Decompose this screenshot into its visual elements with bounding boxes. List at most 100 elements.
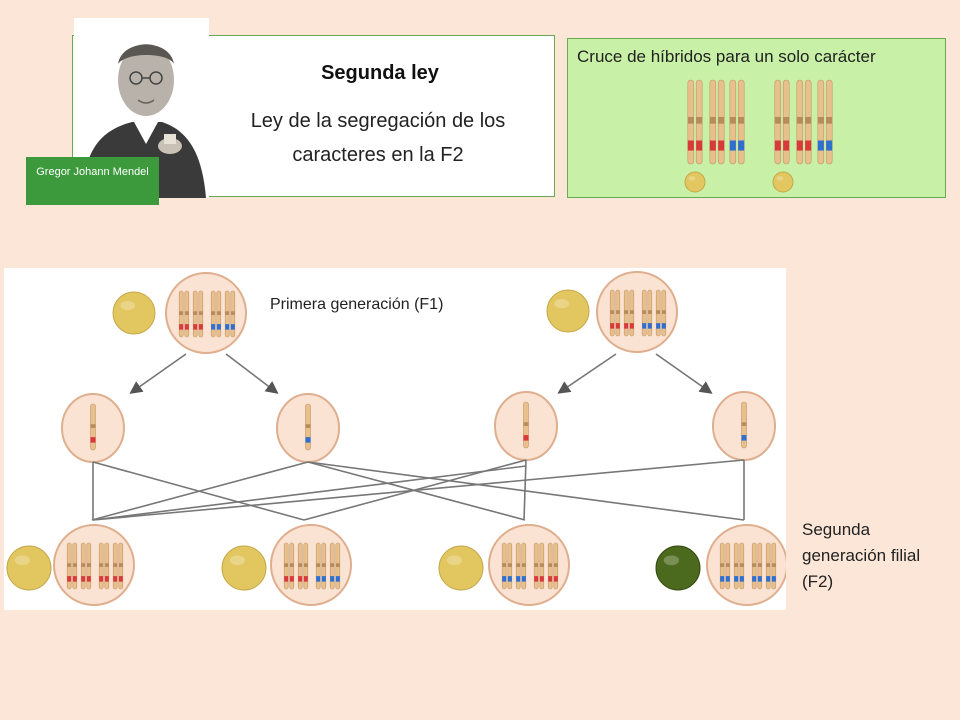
- allele-band: [523, 435, 529, 441]
- centromere: [539, 563, 544, 567]
- allele-band: [118, 576, 123, 582]
- allele-band: [211, 324, 216, 330]
- allele-band: [298, 576, 303, 582]
- seed-highlight: [776, 176, 784, 181]
- allele-band: [771, 576, 776, 582]
- centromere: [774, 116, 781, 124]
- allele-band: [90, 437, 96, 443]
- centromere: [624, 310, 629, 314]
- centromere: [739, 563, 744, 567]
- centromere: [647, 310, 652, 314]
- centromere: [741, 422, 747, 426]
- allele-band: [67, 576, 72, 582]
- connector-line: [307, 461, 745, 521]
- centromere: [766, 563, 771, 567]
- arrow: [557, 353, 617, 394]
- centromere: [118, 563, 123, 567]
- centromere: [284, 563, 289, 567]
- centromere: [656, 310, 661, 314]
- centromere: [321, 563, 326, 567]
- allele-band: [303, 576, 308, 582]
- connector-line: [91, 461, 309, 521]
- yellow-seed: [546, 289, 590, 333]
- allele-band: [193, 324, 198, 330]
- allele-band: [534, 576, 539, 582]
- centromere: [179, 311, 184, 315]
- hybrid-cross-caption: Cruce de híbridos para un solo carácter: [577, 47, 876, 66]
- centromere: [696, 116, 703, 124]
- centromere: [734, 563, 739, 567]
- allele-band: [624, 323, 629, 329]
- centromere: [796, 116, 803, 124]
- centromere: [757, 563, 762, 567]
- allele-band: [615, 323, 620, 329]
- segregation-diagram: [6, 271, 786, 606]
- centromere: [709, 116, 716, 124]
- allele-band: [539, 576, 544, 582]
- allele-band: [179, 324, 184, 330]
- allele-band: [629, 323, 634, 329]
- allele-band: [516, 576, 521, 582]
- allele-band: [741, 435, 747, 441]
- centromere: [184, 311, 189, 315]
- hybrid-cross-illustration: [684, 79, 833, 193]
- yellow-seed: [438, 545, 484, 591]
- centromere: [615, 310, 620, 314]
- centromere: [502, 563, 507, 567]
- centromere: [90, 424, 96, 428]
- allele-band: [225, 324, 230, 330]
- allele-band: [752, 576, 757, 582]
- centromere: [720, 563, 725, 567]
- allele-band: [548, 576, 553, 582]
- centromere: [81, 563, 86, 567]
- yellow-seed: [6, 545, 52, 591]
- allele-band: [729, 140, 736, 151]
- centromere: [198, 311, 203, 315]
- centromere: [725, 563, 730, 567]
- centromere: [216, 311, 221, 315]
- centromere: [817, 116, 824, 124]
- hybrid-cross-panel: [567, 38, 946, 198]
- connector-line: [92, 465, 527, 521]
- allele-band: [316, 576, 321, 582]
- green-seed: [655, 545, 701, 591]
- arrow: [225, 353, 279, 394]
- allele-band: [289, 576, 294, 582]
- centromere: [305, 424, 311, 428]
- allele-band: [738, 140, 745, 151]
- allele-band: [321, 576, 326, 582]
- allele-band: [198, 324, 203, 330]
- f2-label: Segunda generación filial (F2): [802, 520, 921, 591]
- centromere: [642, 310, 647, 314]
- seed-highlight: [663, 555, 680, 566]
- allele-band: [81, 576, 86, 582]
- centromere: [104, 563, 109, 567]
- yellow-seed: [772, 171, 794, 193]
- allele-band: [766, 576, 771, 582]
- allele-band: [230, 324, 235, 330]
- centromere: [72, 563, 77, 567]
- connector-line: [523, 459, 527, 521]
- seed-highlight: [229, 555, 246, 566]
- arrow: [129, 353, 187, 394]
- connector-line: [307, 461, 526, 521]
- centromere: [826, 116, 833, 124]
- centromere: [289, 563, 294, 567]
- centromere: [629, 310, 634, 314]
- allele-band: [720, 576, 725, 582]
- centromere: [805, 116, 812, 124]
- allele-band: [72, 576, 77, 582]
- allele-band: [661, 323, 666, 329]
- yellow-seed: [221, 545, 267, 591]
- allele-band: [99, 576, 104, 582]
- allele-band: [656, 323, 661, 329]
- centromere: [303, 563, 308, 567]
- centromere: [230, 311, 235, 315]
- centromere: [330, 563, 335, 567]
- allele-band: [774, 140, 781, 151]
- centromere: [553, 563, 558, 567]
- centromere: [771, 563, 776, 567]
- allele-band: [553, 576, 558, 582]
- allele-band: [725, 576, 730, 582]
- allele-band: [507, 576, 512, 582]
